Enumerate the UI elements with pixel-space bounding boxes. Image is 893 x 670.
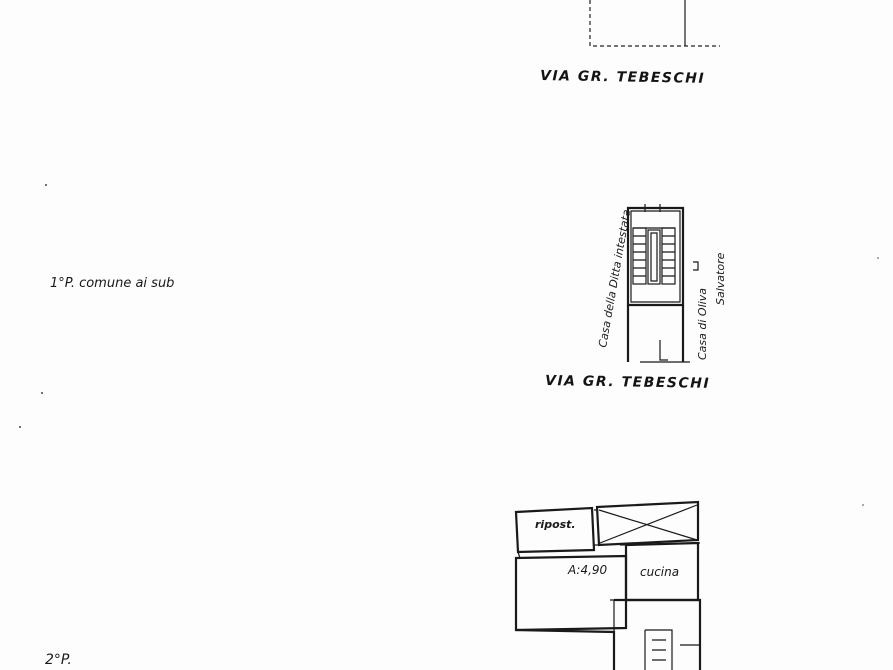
top-plan-dashed-outline <box>589 0 720 47</box>
staircase-plan <box>626 204 699 363</box>
street-label-top: VIA GR. TEBESCHI <box>540 68 705 87</box>
stair-corridor <box>626 305 685 362</box>
street-label-middle: VIA GR. TEBESCHI <box>545 373 710 392</box>
floor-2-label: 2°P. <box>45 652 72 668</box>
storage-room-label: ripost. <box>535 518 576 531</box>
room-dimension-label: A:4,90 <box>567 563 608 577</box>
kitchen-label: cucina <box>640 565 679 579</box>
main-room <box>514 554 628 632</box>
floor-2-plan <box>514 500 702 670</box>
stair-well <box>647 229 661 285</box>
lower-room <box>515 628 616 670</box>
scan-specks <box>19 184 879 506</box>
light-well <box>595 500 700 547</box>
floor-1-label: 1°P. comune ai sub <box>50 276 174 291</box>
right-neighbor-label-2: Salvatore <box>714 252 727 305</box>
storage-room <box>514 506 596 554</box>
top-plan-fragment <box>589 0 720 47</box>
right-neighbor-label-1: Casa di Oliva <box>696 288 709 360</box>
